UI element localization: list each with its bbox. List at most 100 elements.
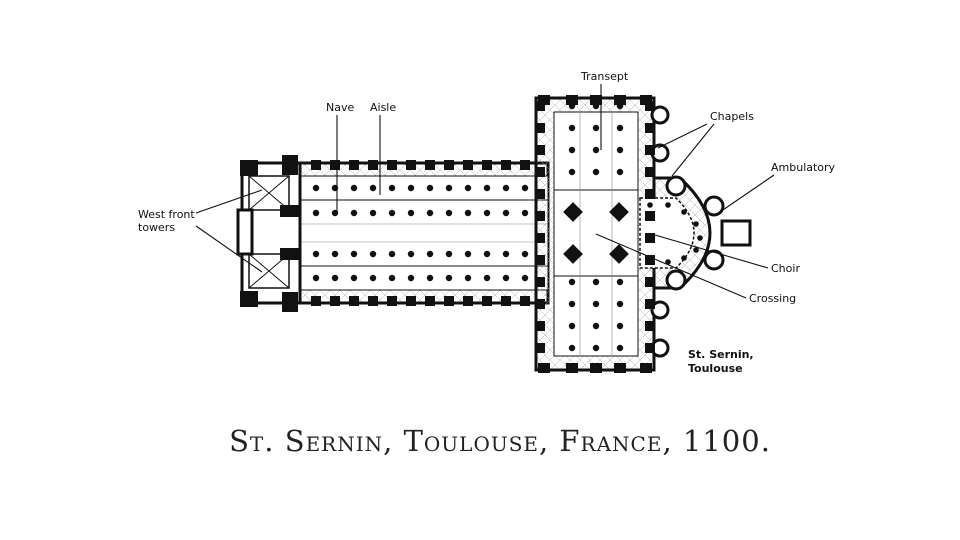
pier — [592, 344, 600, 352]
pier — [681, 209, 687, 215]
buttress — [535, 277, 545, 287]
buttress — [645, 233, 655, 243]
pier — [502, 250, 510, 258]
pier — [502, 184, 510, 192]
pier — [693, 221, 699, 227]
pier — [426, 184, 434, 192]
buttress — [368, 160, 378, 170]
buttress — [566, 363, 578, 373]
buttress — [645, 123, 655, 133]
label-west-front-line2: towers — [138, 221, 176, 234]
pier — [426, 209, 434, 217]
buttress — [535, 343, 545, 353]
pier — [568, 146, 576, 154]
slide-title: St. Sernin, Toulouse, France, 1100. — [229, 424, 771, 458]
choir-and-ambulatory — [639, 176, 752, 290]
buttress — [535, 233, 545, 243]
plan-credit: St. Sernin, Toulouse — [688, 348, 754, 376]
buttress — [645, 145, 655, 155]
label-west-front-towers: West front towers — [138, 208, 195, 234]
pier — [568, 124, 576, 132]
buttress — [311, 296, 321, 306]
buttress — [444, 296, 454, 306]
pier — [464, 274, 472, 282]
buttress — [640, 363, 652, 373]
buttress — [349, 296, 359, 306]
pier — [592, 146, 600, 154]
pier — [521, 274, 529, 282]
transept — [534, 96, 656, 372]
buttress — [387, 160, 397, 170]
buttress — [645, 299, 655, 309]
pier — [592, 278, 600, 286]
buttress — [645, 211, 655, 221]
pier — [521, 209, 529, 217]
pier — [388, 209, 396, 217]
buttress — [535, 145, 545, 155]
pier — [616, 322, 624, 330]
buttress — [645, 343, 655, 353]
buttress — [463, 160, 473, 170]
buttress — [425, 296, 435, 306]
pier — [483, 209, 491, 217]
pier — [483, 274, 491, 282]
plan-credit-line2: Toulouse — [688, 362, 743, 375]
buttress — [482, 160, 492, 170]
label-crossing: Crossing — [749, 292, 797, 305]
buttress — [387, 296, 397, 306]
pier — [592, 124, 600, 132]
buttress — [406, 160, 416, 170]
pier — [568, 300, 576, 308]
west-front-towers — [236, 155, 302, 312]
buttress — [590, 95, 602, 105]
pier — [483, 184, 491, 192]
pier — [502, 209, 510, 217]
buttress — [501, 160, 511, 170]
leader-lines — [195, 84, 775, 299]
buttress — [463, 296, 473, 306]
pier — [521, 250, 529, 258]
buttress — [640, 95, 652, 105]
buttress — [520, 296, 530, 306]
buttress — [425, 160, 435, 170]
pier — [592, 168, 600, 176]
buttress — [482, 296, 492, 306]
pier — [521, 184, 529, 192]
pier — [369, 209, 377, 217]
pier — [407, 184, 415, 192]
buttress — [614, 95, 626, 105]
pier — [483, 250, 491, 258]
buttress — [406, 296, 416, 306]
pier — [502, 274, 510, 282]
pier — [616, 146, 624, 154]
buttress — [330, 160, 340, 170]
pier — [568, 344, 576, 352]
pier — [464, 184, 472, 192]
buttress — [535, 211, 545, 221]
pier — [312, 184, 320, 192]
buttress — [538, 363, 550, 373]
pier — [312, 209, 320, 217]
pier — [331, 250, 339, 258]
pier — [331, 274, 339, 282]
pier — [568, 168, 576, 176]
pier — [407, 274, 415, 282]
pier — [369, 250, 377, 258]
buttress — [538, 95, 550, 105]
label-aisle: Aisle — [370, 101, 397, 114]
pier — [697, 235, 703, 241]
pier — [350, 274, 358, 282]
buttress — [535, 255, 545, 265]
pier — [464, 250, 472, 258]
pier — [369, 184, 377, 192]
buttress — [368, 296, 378, 306]
label-west-front-line1: West front — [138, 208, 195, 221]
radiating-chapels — [650, 105, 725, 358]
pier — [568, 322, 576, 330]
pier — [616, 278, 624, 286]
pier — [312, 250, 320, 258]
pier — [616, 300, 624, 308]
buttress — [645, 167, 655, 177]
